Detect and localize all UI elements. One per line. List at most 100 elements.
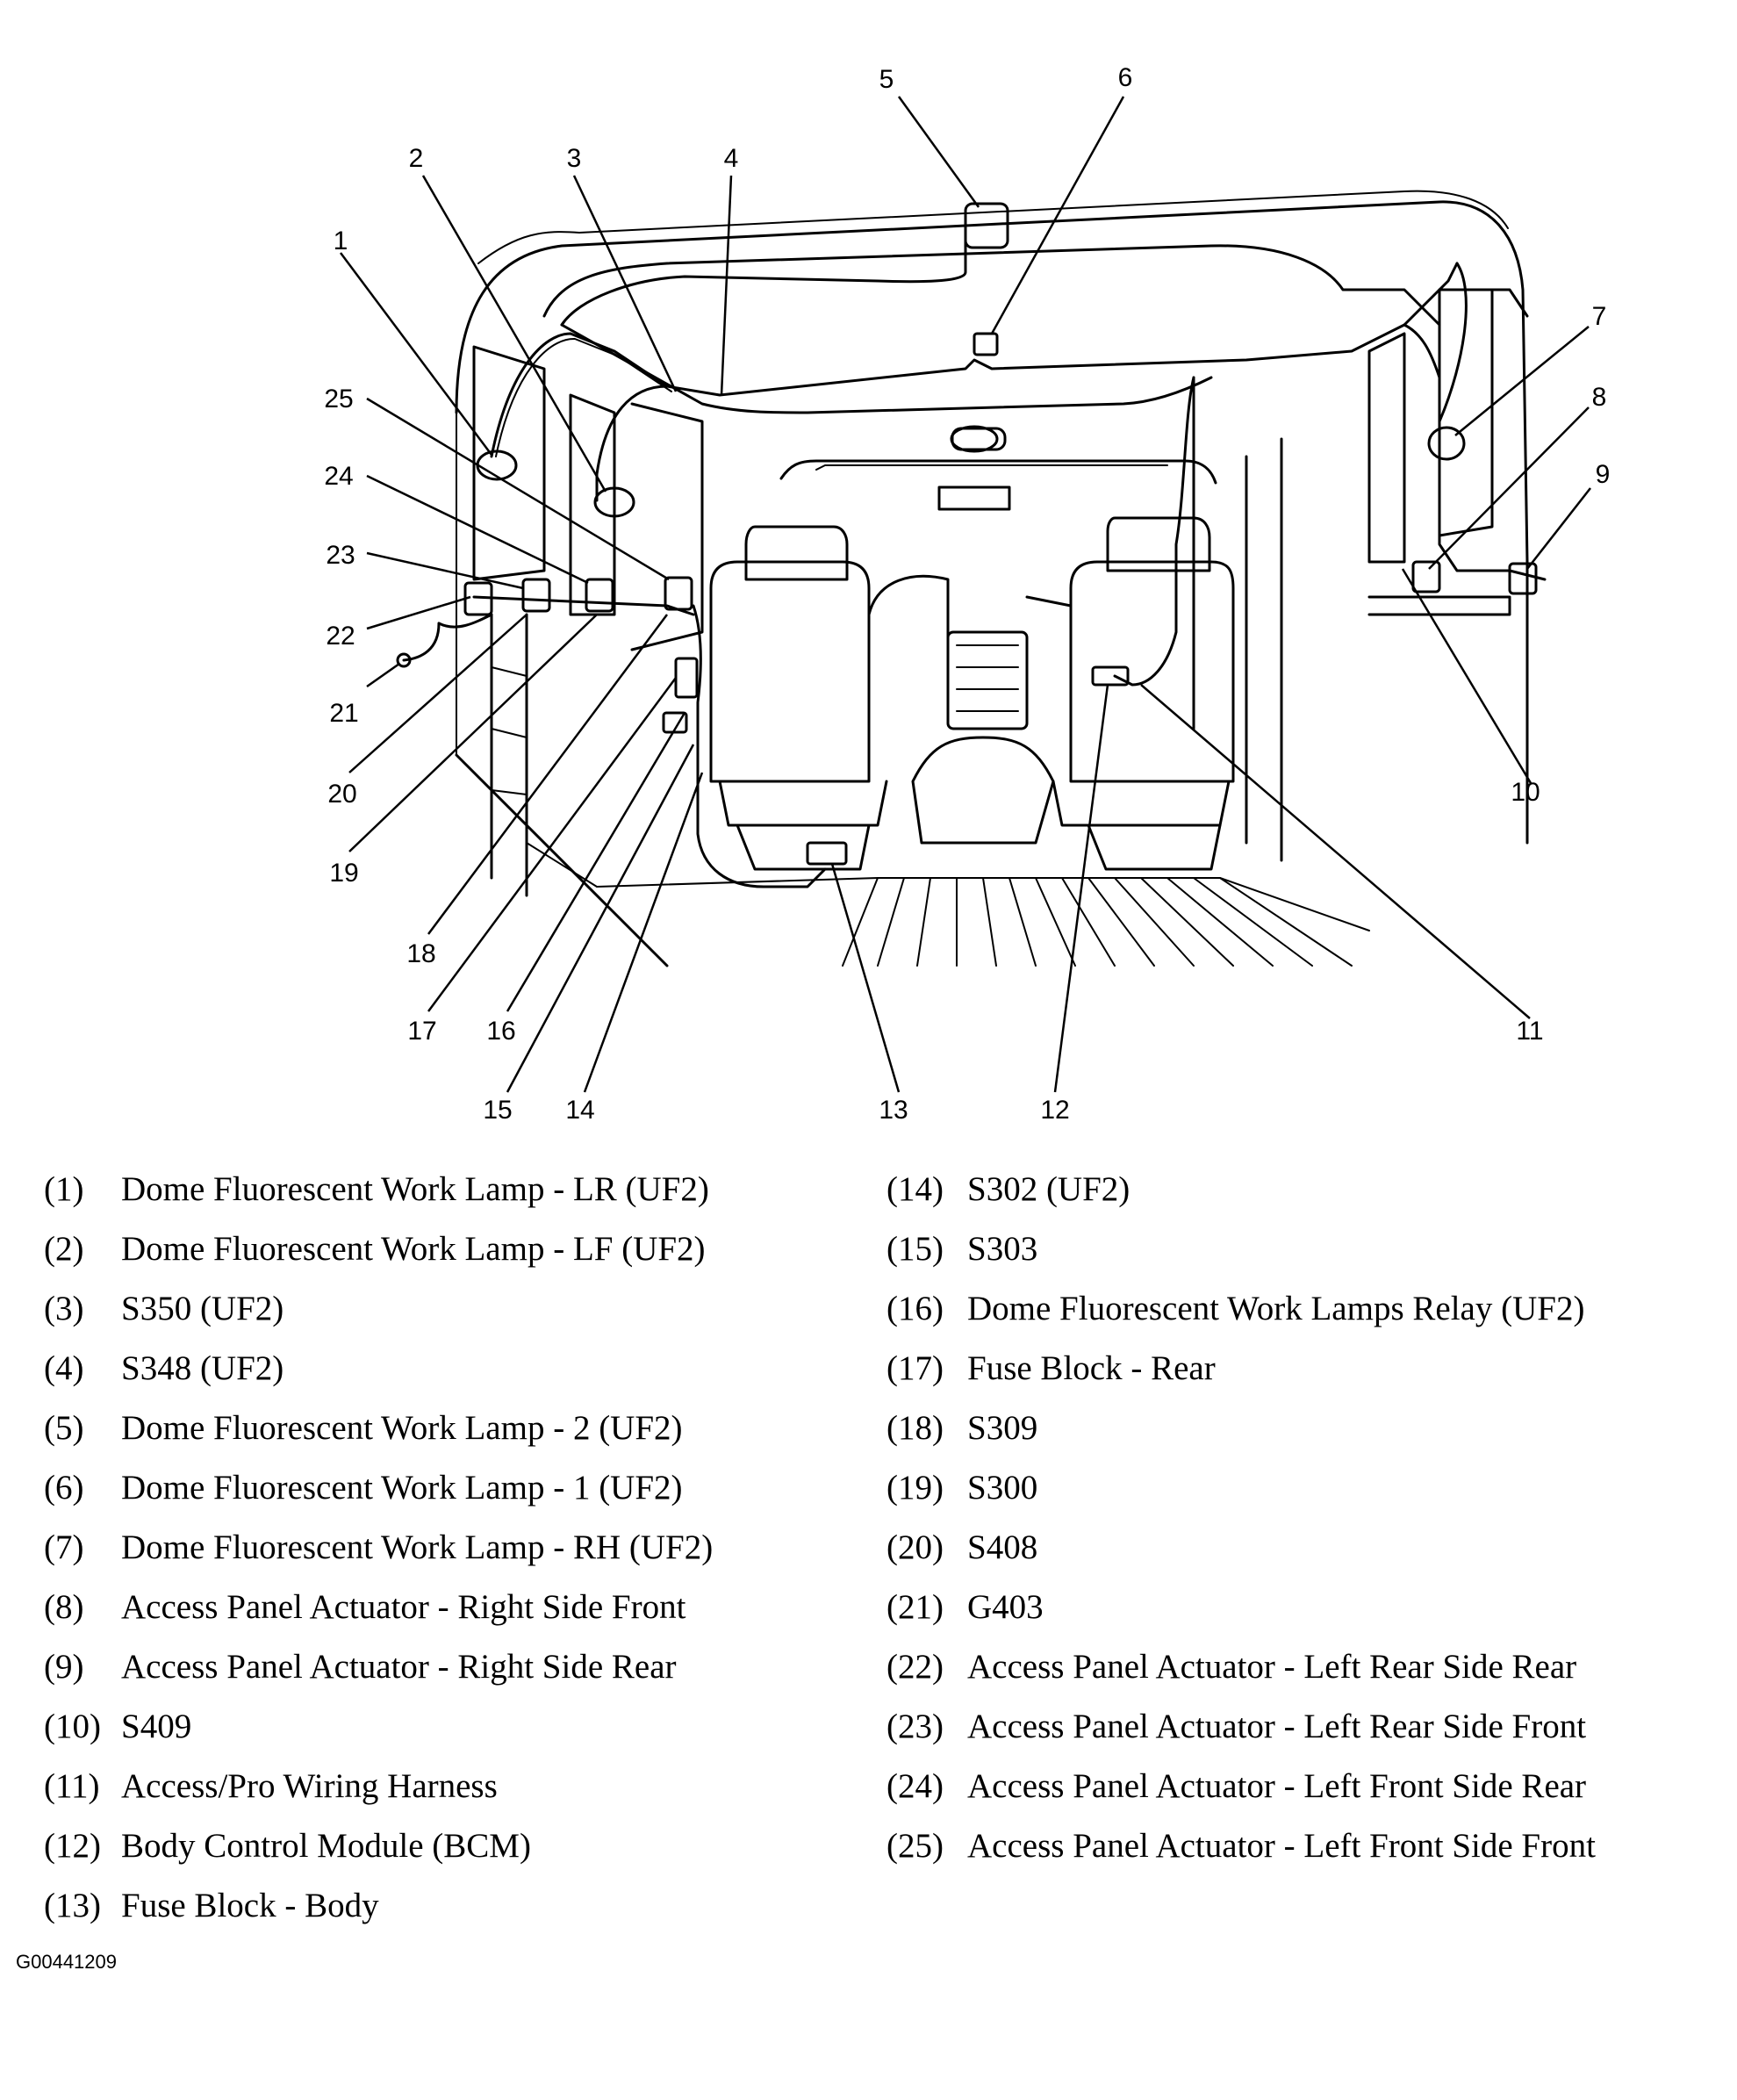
- legend-text: S348 (UF2): [121, 1349, 284, 1387]
- legend-item: (6) Dome Fluorescent Work Lamp - 1 (UF2): [44, 1466, 834, 1526]
- legend-number: (5): [44, 1409, 84, 1447]
- legend-item: (5) Dome Fluorescent Work Lamp - 2 (UF2): [44, 1406, 834, 1466]
- callout-2: 2: [409, 144, 424, 173]
- legend-item: (25) Access Panel Actuator - Left Front S…: [886, 1824, 1729, 1884]
- legend-text: Fuse Block - Rear: [967, 1349, 1216, 1387]
- fuse-block-rear-shape: [662, 711, 688, 734]
- legend-text: S408: [967, 1528, 1038, 1566]
- legend-item: (14) S302 (UF2): [886, 1168, 1729, 1227]
- legend-text: S409: [121, 1708, 192, 1745]
- callout-19: 19: [329, 859, 358, 888]
- wiring-harness: [402, 227, 1547, 888]
- legend-text: Access Panel Actuator - Right Side Front: [121, 1588, 686, 1626]
- fuse-block-body-shape: [806, 841, 848, 866]
- legend-text: Dome Fluorescent Work Lamp - LF (UF2): [121, 1230, 706, 1268]
- callout-17: 17: [407, 1017, 436, 1046]
- components: [396, 202, 1538, 866]
- legend-text: G403: [967, 1588, 1044, 1626]
- legend-text: Dome Fluorescent Work Lamp - 1 (UF2): [121, 1469, 683, 1507]
- legend-item: (24) Access Panel Actuator - Left Front S…: [886, 1765, 1729, 1824]
- callout-24: 24: [324, 462, 353, 491]
- legend-item: (1)Dome Fluorescent Work Lamp - LR (UF2): [44, 1168, 834, 1227]
- callout-23: 23: [326, 541, 355, 570]
- legend-item: (12)Body Control Module (BCM): [44, 1824, 834, 1884]
- legend-number: (19): [886, 1469, 944, 1507]
- callout-15: 15: [483, 1096, 512, 1125]
- work-lamp-1-shape: [973, 332, 999, 356]
- legend-item: (3) S350 (UF2): [44, 1287, 834, 1347]
- work-lamp-rh-shape: [1427, 426, 1466, 461]
- work-lamp-2-shape: [964, 202, 1009, 249]
- callout-labels: 1 2 3 4 5 6 7 8 9 10 11 12 13 14 15 16 1…: [324, 63, 1610, 1125]
- figure-id: G00441209: [16, 1951, 117, 1973]
- legend-number: (15): [886, 1230, 944, 1268]
- legend-item: (16)Dome Fluorescent Work Lamps Relay (U…: [886, 1287, 1729, 1347]
- callout-20: 20: [327, 780, 356, 809]
- legend-item: (8)Access Panel Actuator - Right Side Fr…: [44, 1586, 834, 1645]
- legend-number: (14): [886, 1170, 944, 1208]
- legend-text: Access Panel Actuator - Right Side Rear: [121, 1648, 677, 1686]
- legend-number: (3): [44, 1290, 84, 1327]
- legend-text: S350 (UF2): [121, 1290, 284, 1327]
- legend-number: (11): [44, 1767, 100, 1805]
- legend-number: (24): [886, 1767, 944, 1805]
- legend-item: (10) S409: [44, 1705, 834, 1765]
- leader-lines: [339, 96, 1591, 1093]
- callout-4: 4: [724, 144, 739, 173]
- legend-item: (15)S303: [886, 1227, 1729, 1287]
- callout-8: 8: [1592, 383, 1607, 412]
- legend-number: (21): [886, 1588, 944, 1626]
- callout-22: 22: [326, 622, 355, 651]
- legend-text: Access Panel Actuator - Left Front Side …: [967, 1827, 1596, 1865]
- legend-text: Access Panel Actuator - Left Rear Side R…: [967, 1648, 1577, 1686]
- callout-16: 16: [486, 1017, 515, 1046]
- diagram-svg: 1 2 3 4 5 6 7 8 9 10 11 12 13 14 15 16 1…: [324, 63, 1610, 1125]
- actuator-left-rear-front-shape: [521, 578, 551, 613]
- legend-number: (23): [886, 1708, 944, 1745]
- callout-5: 5: [879, 65, 894, 94]
- bcm-shape: [1091, 665, 1130, 687]
- legend-number: (10): [44, 1708, 101, 1745]
- legend-text: Access Panel Actuator - Left Front Side …: [967, 1767, 1587, 1805]
- g403-ground-shape: [396, 652, 412, 668]
- legend-item: (17) Fuse Block - Rear: [886, 1347, 1729, 1406]
- legend-number: (22): [886, 1648, 944, 1686]
- legend-number: (17): [886, 1349, 944, 1387]
- legend-item: (18) S309: [886, 1406, 1729, 1466]
- callout-21: 21: [329, 699, 358, 728]
- legend-text: Access/Pro Wiring Harness: [121, 1767, 498, 1805]
- legend-text: Body Control Module (BCM): [121, 1827, 531, 1865]
- callout-25: 25: [324, 385, 353, 414]
- callout-10: 10: [1511, 778, 1540, 807]
- legend-number: (25): [886, 1827, 944, 1865]
- legend-text: S309: [967, 1409, 1038, 1447]
- legend-right-column: (14) S302 (UF2) (15)S303 (16)Dome Fluores…: [886, 1168, 1729, 1884]
- legend-number: (1): [44, 1170, 84, 1208]
- legend-item: (4)S348 (UF2): [44, 1347, 834, 1406]
- callout-12: 12: [1040, 1096, 1069, 1125]
- legend-item: (13) Fuse Block - Body: [44, 1884, 834, 1944]
- legend-text: Dome Fluorescent Work Lamp - 2 (UF2): [121, 1409, 683, 1447]
- legend-number: (20): [886, 1528, 944, 1566]
- legend-item: (7)Dome Fluorescent Work Lamp - RH (UF2): [44, 1526, 834, 1586]
- legend-item: (21) G403: [886, 1586, 1729, 1645]
- work-lamp-lf-shape: [593, 486, 635, 518]
- legend-item: (20) S408: [886, 1526, 1729, 1586]
- callout-11: 11: [1516, 1017, 1543, 1046]
- legend-text: Fuse Block - Body: [121, 1887, 379, 1924]
- actuator-left-front-front-shape: [664, 576, 693, 611]
- legend-text: Dome Fluorescent Work Lamps Relay (UF2): [967, 1290, 1585, 1327]
- legend-number: (13): [44, 1887, 101, 1924]
- actuator-left-front-rear-shape: [585, 578, 614, 613]
- legend-text: S300: [967, 1469, 1038, 1507]
- legend-item: (19) S300: [886, 1466, 1729, 1526]
- legend-number: (6): [44, 1469, 84, 1507]
- callout-7: 7: [1592, 302, 1607, 331]
- actuator-right-rear-shape: [1508, 562, 1538, 595]
- legend-text: Dome Fluorescent Work Lamp - RH (UF2): [121, 1528, 714, 1566]
- legend-number: (18): [886, 1409, 944, 1447]
- legend-left-column: (1)Dome Fluorescent Work Lamp - LR (UF2)…: [44, 1168, 834, 1944]
- legend-text: Access Panel Actuator - Left Rear Side F…: [967, 1708, 1587, 1745]
- legend-text: S302 (UF2): [967, 1170, 1130, 1208]
- vehicle-interior-diagram: 1 2 3 4 5 6 7 8 9 10 11 12 13 14 15 16 1…: [324, 63, 1610, 1125]
